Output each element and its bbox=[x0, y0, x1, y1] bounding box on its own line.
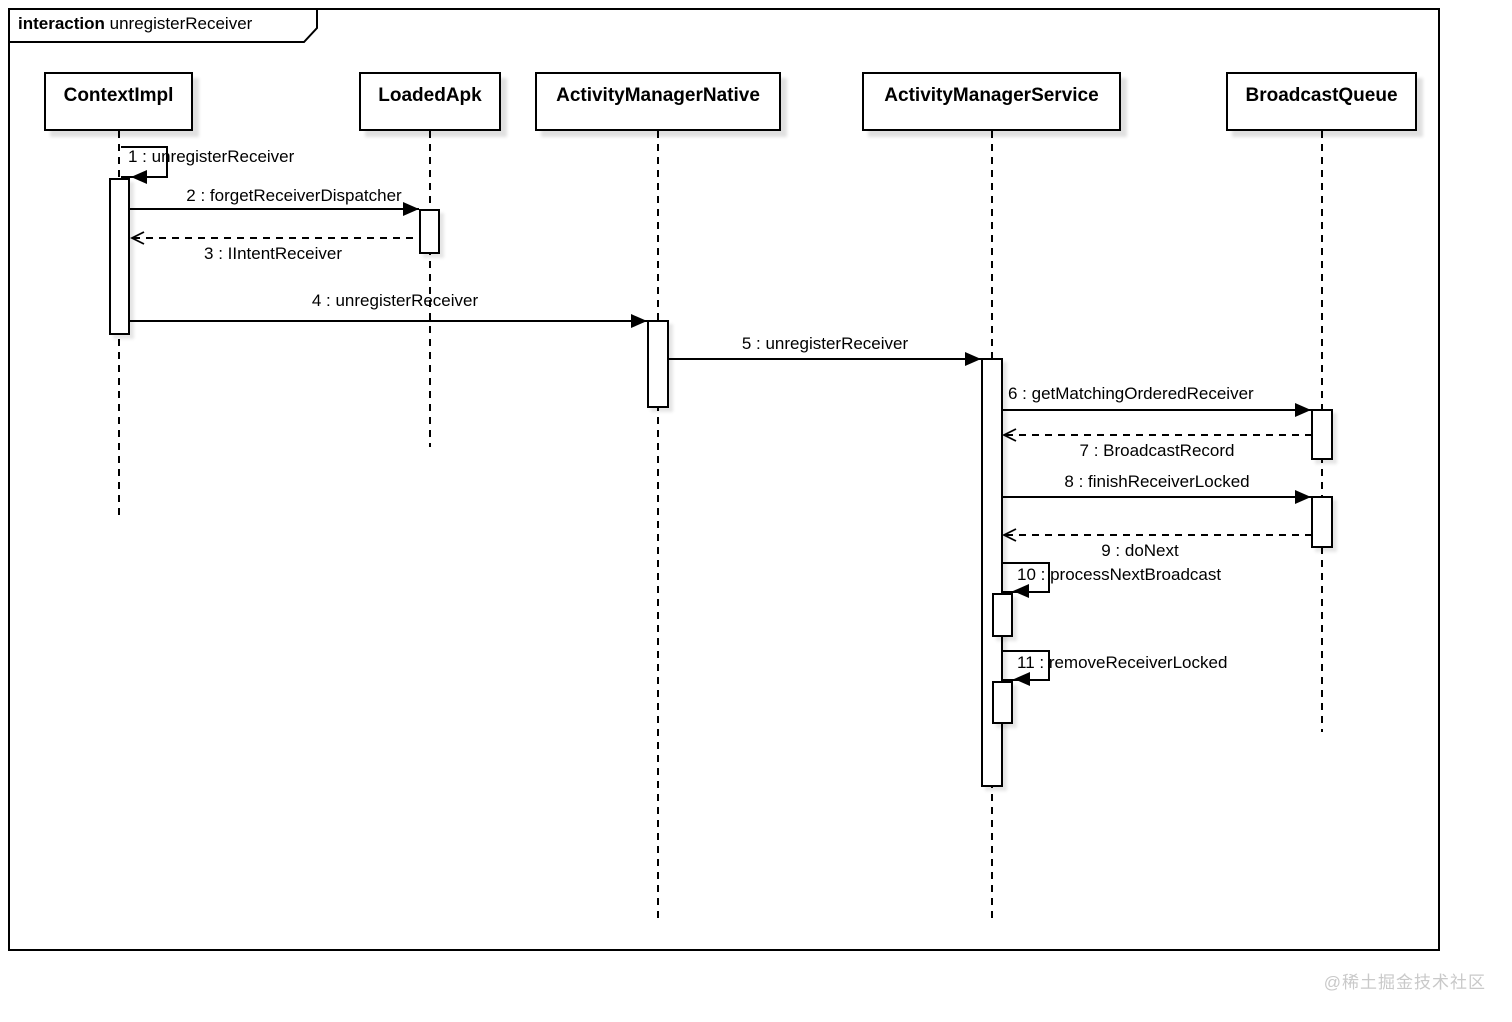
message-5-line bbox=[669, 358, 981, 360]
arrow-right-icon bbox=[1295, 403, 1311, 417]
message-label-5: 5 : unregisterReceiver bbox=[741, 334, 909, 353]
message-label-1: 1 : unregisterReceiver bbox=[128, 147, 295, 166]
message-label-2: 2 : forgetReceiverDispatcher bbox=[186, 186, 402, 205]
message-label-9: 9 : doNext bbox=[1101, 541, 1179, 560]
lifeline-head-loadedapk: LoadedApk bbox=[359, 72, 501, 131]
arrow-right-icon bbox=[1295, 490, 1311, 504]
message-label-6: 6 : getMatchingOrderedReceiver bbox=[1008, 384, 1254, 403]
message-label-10: 10 : processNextBroadcast bbox=[1017, 565, 1222, 584]
message-label-11: 11 : removeReceiverLocked bbox=[1017, 653, 1228, 672]
message-6-line bbox=[1003, 409, 1311, 411]
arrow-right-icon bbox=[631, 314, 647, 328]
activation-activitymanagerservice bbox=[981, 358, 1003, 787]
open-arrow-left-icon bbox=[1002, 528, 1017, 542]
lifeline-head-broadcastqueue: BroadcastQueue bbox=[1226, 72, 1417, 131]
message-4-line bbox=[130, 320, 647, 322]
message-3-line bbox=[133, 237, 419, 239]
arrow-right-icon bbox=[965, 352, 981, 366]
activation-activitymanagernative bbox=[647, 320, 669, 408]
lifeline-head-contextimpl: ContextImpl bbox=[44, 72, 193, 131]
watermark: @稀土掘金技术社区 bbox=[1323, 973, 1486, 992]
lifeline-loadedapk bbox=[429, 131, 431, 447]
lifeline-activitymanagernative bbox=[657, 131, 659, 920]
open-arrow-left-icon bbox=[130, 231, 145, 245]
arrow-left-icon bbox=[1014, 672, 1030, 686]
frame-tab-shape bbox=[8, 8, 318, 43]
lifeline-name: ActivityManagerNative bbox=[556, 85, 760, 106]
activation-loadedapk bbox=[419, 209, 440, 254]
activation-contextimpl bbox=[109, 178, 130, 335]
message-2-line bbox=[130, 208, 419, 210]
lifeline-name: BroadcastQueue bbox=[1245, 85, 1398, 106]
frame-title-keyword: interaction bbox=[18, 14, 105, 33]
activation-processnextbroadcast bbox=[992, 593, 1013, 637]
activation-broadcastqueue-1 bbox=[1311, 409, 1333, 460]
activation-removereceiverlocked bbox=[992, 681, 1013, 724]
message-9-line bbox=[1006, 534, 1311, 536]
arrow-right-icon bbox=[403, 202, 419, 216]
message-label-4: 4 : unregisterReceiver bbox=[311, 291, 479, 310]
message-8-line bbox=[1003, 496, 1311, 498]
arrow-left-icon bbox=[1013, 584, 1029, 598]
message-label-7: 7 : BroadcastRecord bbox=[1079, 441, 1235, 460]
lifeline-name: ActivityManagerService bbox=[884, 85, 1099, 106]
arrow-left-icon bbox=[131, 170, 147, 184]
lifeline-name: LoadedApk bbox=[378, 85, 482, 106]
activation-broadcastqueue-2 bbox=[1311, 496, 1333, 548]
message-7-line bbox=[1006, 434, 1311, 436]
diagram-frame bbox=[8, 8, 1440, 951]
lifeline-head-activitymanagernative: ActivityManagerNative bbox=[535, 72, 781, 131]
frame-title-name: unregisterReceiver bbox=[109, 14, 253, 33]
frame-title: interaction unregisterReceiver bbox=[18, 14, 252, 34]
open-arrow-left-icon bbox=[1002, 428, 1017, 442]
lifeline-name: ContextImpl bbox=[63, 85, 174, 106]
message-label-3: 3 : IIntentReceiver bbox=[204, 244, 342, 263]
lifeline-head-activitymanagerservice: ActivityManagerService bbox=[862, 72, 1121, 131]
message-label-8: 8 : finishReceiverLocked bbox=[1064, 472, 1250, 491]
